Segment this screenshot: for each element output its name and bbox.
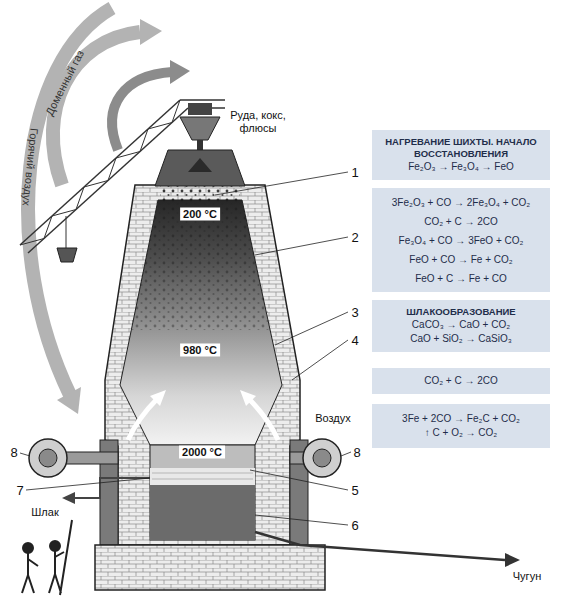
leader-lines	[255, 515, 348, 525]
reaction-formula: Fe₃O₄ + CO → 3FeO + CO₂	[399, 231, 524, 250]
reaction-box: 3Fe + 2CO → Fe₂C + CO₂↑ C + O₂ → CO₂	[372, 404, 550, 448]
air-flow-arrows	[240, 390, 256, 406]
charging-hopper	[180, 103, 220, 152]
leader-lines	[20, 172, 351, 525]
reaction-formula: CO₂ + C → 2CO	[424, 374, 498, 388]
reaction-box: 3Fe₂O₃ + CO → 2Fe₃O₄ + CO₂CO₂ + C → 2COF…	[372, 188, 550, 292]
reaction-formula: Fe₂O₃ → Fe₃O₄ → FeO	[408, 160, 514, 174]
leader-lines	[250, 470, 348, 490]
air-label: Воздух	[315, 412, 351, 425]
hearth	[150, 445, 255, 540]
furnace-body	[188, 158, 212, 172]
tuyere-ring	[303, 439, 341, 477]
iron-outlet	[255, 532, 505, 560]
skip-conveyor	[66, 216, 67, 248]
iron-outlet	[505, 553, 520, 567]
air-flow-arrows	[248, 398, 278, 440]
callout-number: 5	[347, 484, 363, 497]
reaction-formula: CO₂ + C → 2CO	[424, 212, 498, 231]
leader-lines	[341, 452, 351, 456]
hot-air-arrow	[28, 8, 112, 395]
air-flow-arrows	[128, 398, 158, 440]
leader-lines	[215, 172, 348, 195]
tuyere-ring	[66, 452, 118, 464]
reaction-box: CO₂ + C → 2CO	[372, 368, 550, 394]
leader-lines	[255, 237, 348, 255]
workers	[22, 520, 72, 595]
hot-air-arrow	[57, 387, 81, 414]
leader-lines	[20, 453, 30, 456]
hearth	[152, 473, 253, 479]
outlet-label: Шлак	[31, 506, 58, 519]
temperature-label: 2000 °C	[179, 446, 225, 459]
gas-arrows	[140, 19, 162, 45]
reaction-formula: 3Fe₂O₃ + CO → 2Fe₃O₄ + CO₂	[392, 193, 530, 212]
charging-hopper	[180, 117, 220, 140]
reaction-box: ШЛАКООБРАЗОВАНИЕCaCO₃ → CaO + CO₂CaO + S…	[372, 300, 550, 352]
temperature-label: 980 °C	[180, 344, 220, 357]
reaction-formula: 3Fe + 2CO → Fe₂C + CO₂	[402, 412, 520, 426]
reaction-box: НАГРЕВАНИЕ ШИХТЫ. НАЧАЛО ВОССТАНОВЛЕНИЯF…	[372, 130, 550, 180]
leader-lines	[26, 478, 150, 490]
workers	[22, 553, 38, 593]
tuyere-ring	[290, 452, 304, 464]
callout-number: 6	[347, 519, 363, 532]
skip-conveyor	[180, 99, 225, 101]
workers	[50, 541, 60, 551]
reaction-formula: CaCO₃ → CaO + CO₂	[412, 318, 510, 332]
air-flow-arrows	[150, 390, 166, 406]
furnace-body	[105, 150, 300, 545]
callout-number: 3	[347, 306, 363, 319]
callout-number: 2	[347, 231, 363, 244]
iron-outlet	[255, 532, 520, 567]
furnace-body	[105, 185, 300, 545]
charging-hopper	[188, 103, 212, 115]
furnace-body	[155, 150, 245, 186]
gas-arrows	[112, 72, 172, 150]
temperature-label: 200 °C	[180, 208, 220, 221]
furnace-body	[130, 200, 272, 330]
tuyere-ring	[39, 449, 57, 467]
callout-number: 8	[6, 446, 22, 459]
foundation	[95, 545, 325, 590]
callout-number: 8	[349, 446, 365, 459]
gas-arrows	[170, 60, 190, 84]
slag-outlet	[62, 492, 75, 504]
material-label: Руда, кокс, флюсы	[222, 109, 294, 135]
reaction-formula: ↑ C + O₂ → CO₂	[425, 426, 498, 440]
hearth	[150, 468, 255, 485]
workers	[49, 520, 72, 595]
arrow-label: Горячий воздух	[18, 112, 42, 223]
tuyere-ring	[29, 439, 341, 477]
support-columns	[100, 440, 308, 545]
furnace-body	[120, 200, 282, 445]
tuyere-ring	[29, 439, 67, 477]
leader-lines	[275, 312, 348, 345]
skip-conveyor	[57, 248, 77, 262]
reaction-formula: FeO + CO → Fe + CO₂	[409, 250, 512, 269]
callout-number: 1	[347, 166, 363, 179]
leader-lines	[292, 340, 348, 380]
air-flow-arrows	[128, 390, 278, 440]
callout-number: 4	[347, 334, 363, 347]
hearth	[150, 445, 255, 540]
box-heading: НАГРЕВАНИЕ ШИХТЫ. НАЧАЛО ВОССТАНОВЛЕНИЯ	[376, 136, 546, 160]
box-heading: ШЛАКООБРАЗОВАНИЕ	[406, 306, 515, 318]
callout-number: 7	[12, 484, 28, 497]
workers	[23, 543, 33, 553]
foundation	[95, 545, 325, 590]
reaction-formula: CaO + SiO₂ → CaSiO₃	[410, 332, 512, 346]
tuyere-ring	[313, 449, 331, 467]
hearth	[150, 485, 255, 540]
reaction-formula: FeO + C → Fe + CO	[415, 269, 507, 288]
slag-outlet	[75, 478, 150, 498]
outlet-label: Чугун	[513, 570, 541, 583]
